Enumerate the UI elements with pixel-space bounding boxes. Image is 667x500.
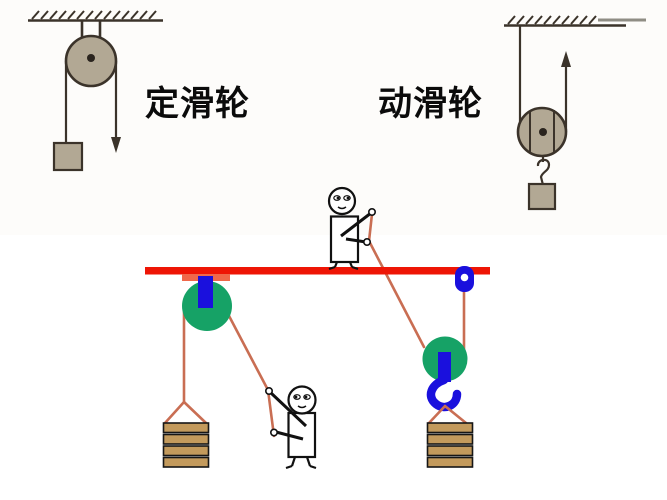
weight-stack-right [426, 422, 474, 468]
face [333, 195, 351, 210]
hand-lower [362, 238, 371, 247]
hand-upper [367, 208, 376, 217]
rope-harness-right [427, 404, 468, 425]
blue-axle-bar [198, 276, 213, 308]
arrow-up-icon [561, 51, 571, 67]
support-beam [145, 267, 490, 275]
anchor-ring-hole [460, 273, 469, 282]
pulley-axle-dot [87, 54, 95, 62]
pulley-axle-dot [539, 128, 547, 136]
application-scene [145, 186, 490, 470]
hook-icon [536, 157, 551, 186]
ceiling-hatching-left [31, 10, 157, 20]
blue-hook-icon [426, 375, 462, 412]
label-movable-pulley: 动滑轮 [378, 85, 483, 123]
rope-to-lower-person [226, 312, 276, 438]
hand-lower [269, 428, 278, 437]
hand-upper [264, 386, 273, 395]
arms [269, 391, 308, 441]
stick-figure-on-beam [327, 186, 376, 271]
weight-block [527, 182, 557, 211]
ceiling-hatching-right [507, 15, 597, 25]
legs [328, 261, 359, 271]
fixed-pulley-demo: 定滑轮 [28, 10, 250, 172]
slab [426, 422, 474, 434]
pulley-rim-grooves [529, 110, 555, 153]
legs [285, 456, 317, 470]
mouth [337, 206, 347, 210]
weight-block [52, 141, 84, 172]
head [327, 186, 357, 216]
weight-stack-left [162, 422, 210, 468]
rope-harness-left [163, 400, 208, 425]
label-fixed-pulley: 定滑轮 [145, 85, 250, 123]
stick-figure-pulling [264, 385, 317, 470]
slab [162, 433, 210, 445]
slab [162, 456, 210, 468]
face [293, 394, 311, 409]
mouth [297, 405, 307, 409]
blue-hook-shank [438, 352, 451, 382]
arms [340, 211, 372, 244]
slab [426, 445, 474, 457]
head [287, 385, 317, 415]
slab [426, 456, 474, 468]
slab [162, 445, 210, 457]
slab [426, 433, 474, 445]
arrow-down-icon [111, 137, 121, 153]
slab [162, 422, 210, 434]
movable-pulley-demo: 动滑轮 [378, 15, 646, 211]
